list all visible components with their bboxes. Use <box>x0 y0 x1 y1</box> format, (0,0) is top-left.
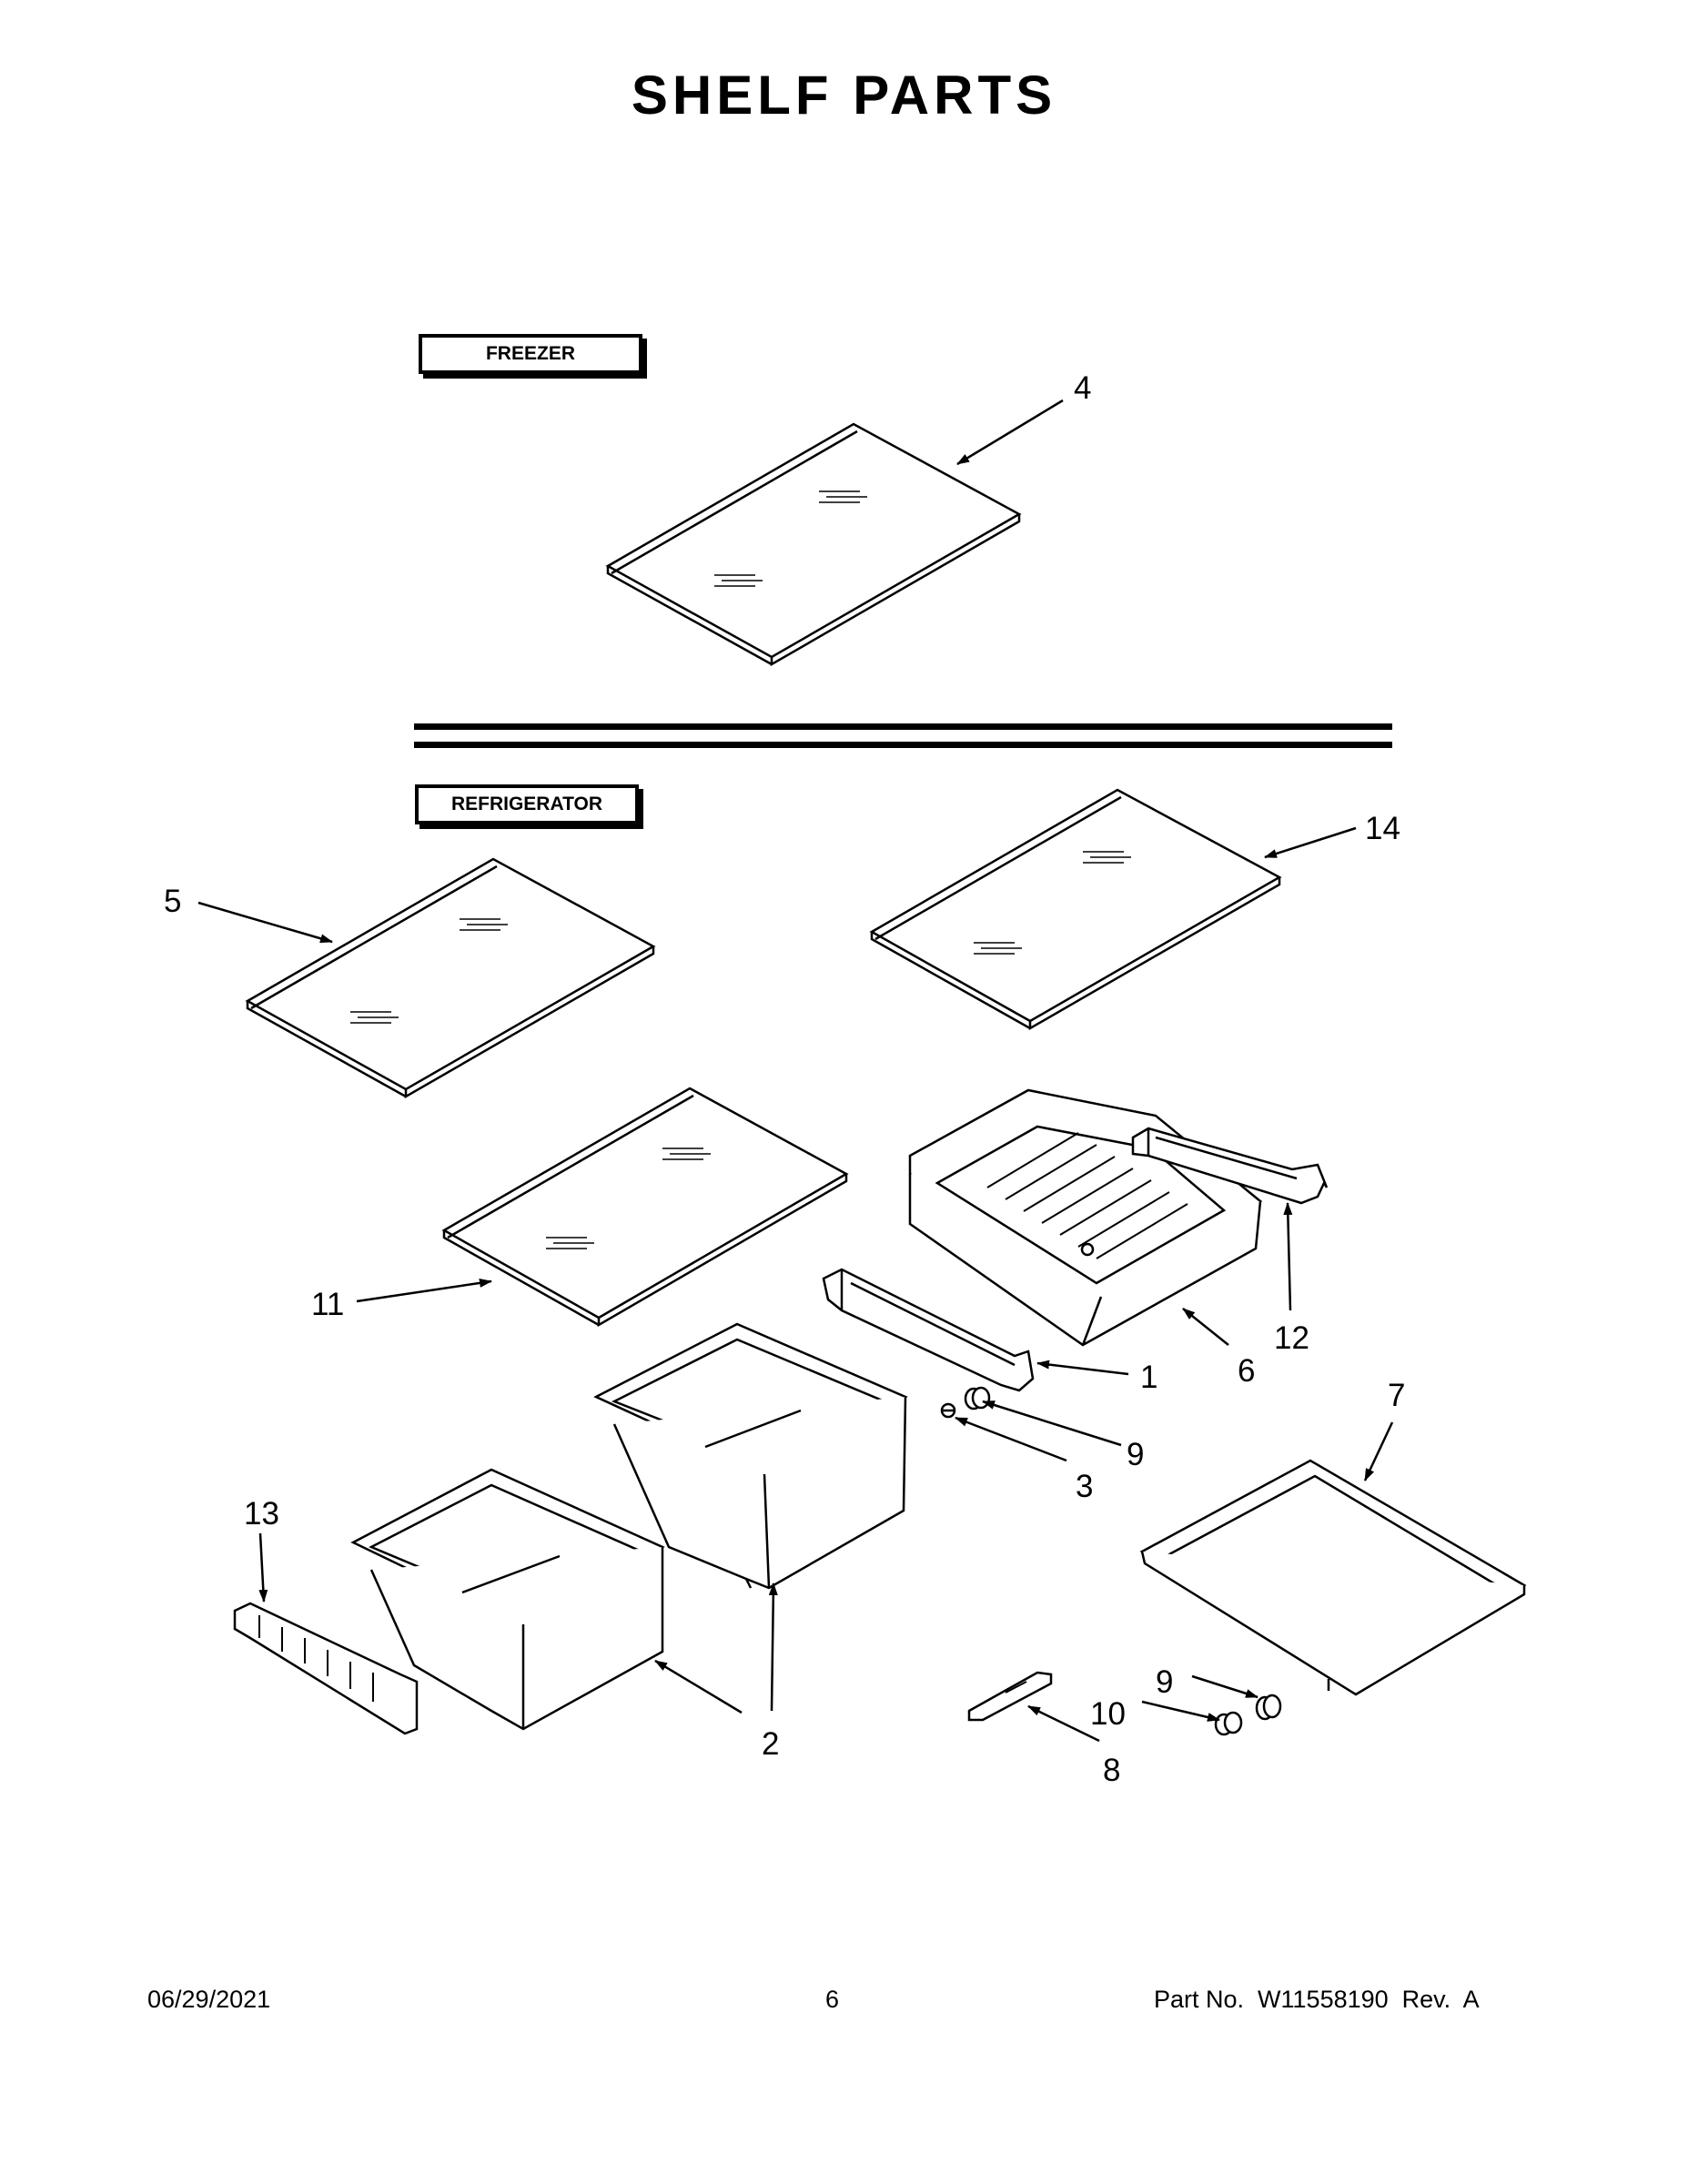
callout-arrows <box>197 399 1394 1743</box>
section-divider <box>414 723 1392 748</box>
callout-4: 4 <box>1074 370 1091 406</box>
callout-3: 3 <box>1076 1469 1093 1504</box>
part-10-wheel <box>1214 1711 1243 1736</box>
part-2-crisper-drawer-rear <box>593 1322 908 1590</box>
callout-9-upper: 9 <box>1127 1437 1144 1472</box>
callout-9-lower: 9 <box>1156 1664 1173 1700</box>
callout-11: 11 <box>311 1287 344 1322</box>
part-14-refrigerator-shelf <box>869 788 1282 1031</box>
callout-12: 12 <box>1274 1320 1309 1356</box>
callout-numbers: 4 5 14 11 12 6 1 9 3 7 13 2 9 10 8 <box>164 370 1405 1788</box>
footer-date: 06/29/2021 <box>147 1986 271 2013</box>
part-9-wheel-lower <box>1255 1694 1282 1721</box>
part-12-rail <box>1131 1127 1329 1205</box>
callout-7: 7 <box>1388 1378 1405 1413</box>
part-4-freezer-shelf <box>605 422 1022 667</box>
part-6-pan <box>908 1088 1263 1347</box>
callout-1: 1 <box>1140 1360 1157 1395</box>
part-11-refrigerator-shelf <box>441 1087 849 1328</box>
callout-2: 2 <box>762 1726 779 1762</box>
footer-page-number: 6 <box>825 1986 840 2013</box>
callout-6: 6 <box>1238 1353 1255 1389</box>
part-2-crisper-drawer-front <box>350 1468 665 1731</box>
footer-part-number: Part No. W11558190 Rev. A <box>1154 1986 1480 2013</box>
page-title: SHELF PARTS <box>631 65 1057 126</box>
callout-5: 5 <box>164 884 181 919</box>
freezer-label: FREEZER <box>419 334 642 374</box>
callout-8: 8 <box>1103 1753 1120 1788</box>
callout-14: 14 <box>1365 811 1400 846</box>
part-5-refrigerator-shelf <box>245 857 656 1099</box>
callout-13: 13 <box>244 1496 279 1532</box>
part-3-screw <box>940 1402 956 1419</box>
part-9-wheel-upper <box>964 1386 991 1410</box>
part-7-tray <box>1139 1459 1527 1696</box>
part-8-clip <box>967 1671 1053 1722</box>
callout-10: 10 <box>1090 1696 1126 1732</box>
part-1-rail <box>822 1268 1035 1392</box>
refrigerator-label: REFRIGERATOR <box>415 784 639 824</box>
part-13-bracket <box>233 1602 419 1735</box>
